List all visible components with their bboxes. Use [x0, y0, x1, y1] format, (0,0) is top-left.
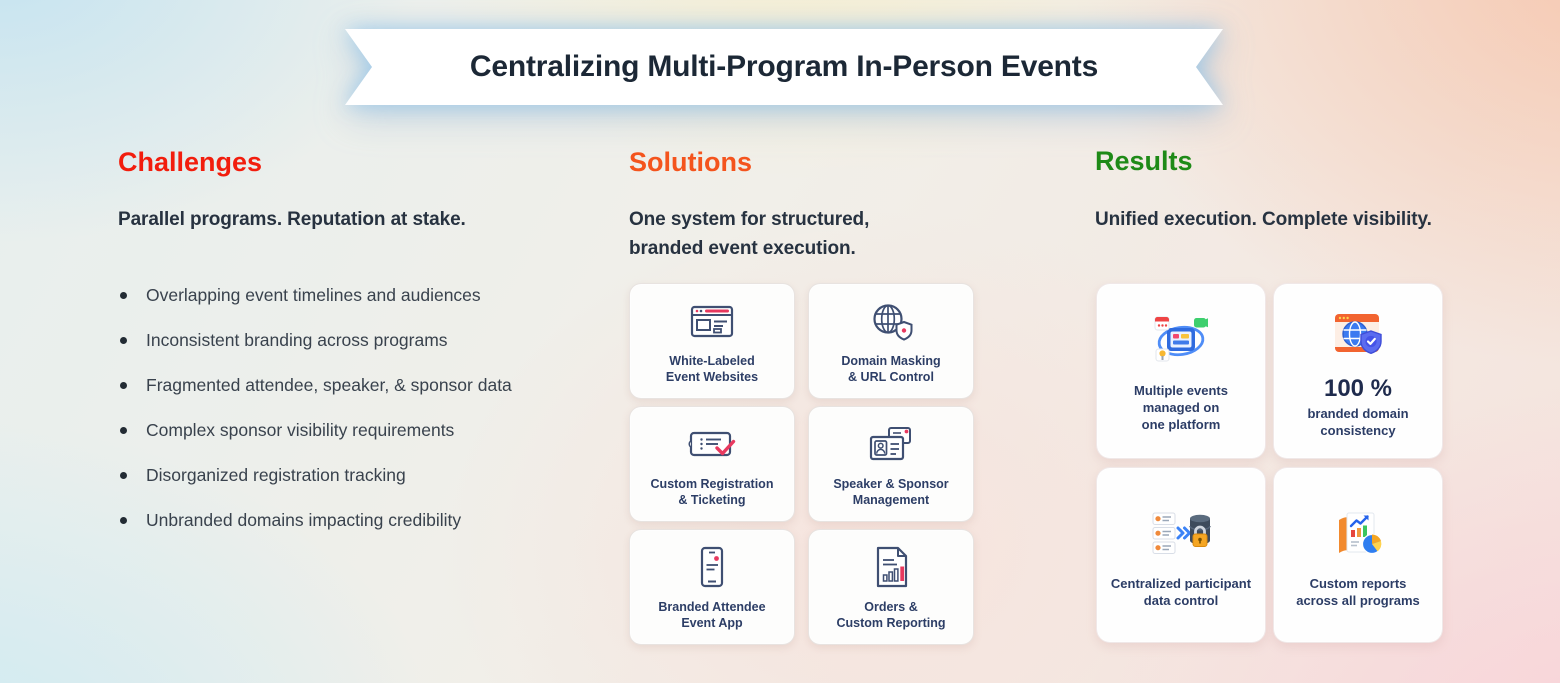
title-banner: Centralizing Multi-Program In-Person Eve…	[345, 29, 1223, 105]
results-subtitle: Unified execution. Complete visibility.	[1095, 209, 1432, 230]
id-badge-icon	[867, 421, 915, 467]
custom-reports-icon	[1330, 502, 1386, 566]
bullet-dot	[120, 517, 127, 524]
solutions-heading: Solutions	[629, 147, 752, 177]
report-document-icon	[871, 544, 911, 590]
page-title: Centralizing Multi-Program In-Person Eve…	[469, 50, 1099, 83]
challenge-item: Complex sponsor visibility requirements	[120, 421, 512, 440]
solutions-subtitle: One system for structured, branded event…	[629, 209, 870, 259]
result-card-label: Custom reports across all programs	[1296, 575, 1420, 608]
results-card-grid: Multiple events managed on one platform	[1096, 283, 1443, 643]
solution-card-orders-reporting: Orders & Custom Reporting	[808, 529, 974, 645]
bullet-dot	[120, 337, 127, 344]
challenge-item: Inconsistent branding across programs	[120, 331, 512, 350]
challenge-item: Unbranded domains impacting credibility	[120, 511, 512, 530]
bullet-dot	[120, 472, 127, 479]
bullet-dot	[120, 382, 127, 389]
multi-events-platform-icon	[1152, 309, 1210, 373]
challenge-item: Overlapping event timelines and audience…	[120, 286, 512, 305]
result-card-label: Multiple events managed on one platform	[1134, 383, 1228, 432]
challenges-heading: Challenges	[118, 147, 263, 177]
solution-card-label: Domain Masking & URL Control	[841, 353, 941, 384]
bullet-dot	[120, 292, 127, 299]
result-card-custom-reports: Custom reports across all programs	[1273, 467, 1443, 643]
solution-card-attendee-app: Branded Attendee Event App	[629, 529, 795, 645]
solution-card-label: Branded Attendee Event App	[658, 599, 766, 630]
browser-window-icon	[689, 298, 735, 344]
branded-domain-shield-icon	[1330, 303, 1386, 367]
solutions-card-grid: White-Labeled Event Websites Domain Mask…	[629, 283, 974, 645]
ribbon-shape: Centralizing Multi-Program In-Person Eve…	[345, 29, 1223, 105]
participant-data-lock-icon	[1151, 502, 1211, 566]
challenge-item: Fragmented attendee, speaker, & sponsor …	[120, 376, 512, 395]
mobile-app-icon	[694, 544, 730, 590]
solution-card-speaker-sponsor: Speaker & Sponsor Management	[808, 406, 974, 522]
solution-card-registration-ticketing: Custom Registration & Ticketing	[629, 406, 795, 522]
challenge-item: Disorganized registration tracking	[120, 466, 512, 485]
solution-card-label: Custom Registration & Ticketing	[650, 476, 774, 507]
result-card-participant-data: Centralized participant data control	[1096, 467, 1266, 643]
result-card-branded-domain: 100 % branded domain consistency	[1273, 283, 1443, 459]
result-card-label: branded domain consistency	[1307, 406, 1409, 438]
solution-card-label: Speaker & Sponsor Management	[833, 476, 949, 507]
solution-card-label: White-Labeled Event Websites	[665, 353, 759, 384]
result-card-label: Centralized participant data control	[1110, 575, 1252, 608]
solution-card-domain-masking: Domain Masking & URL Control	[808, 283, 974, 399]
solution-card-label: Orders & Custom Reporting	[836, 599, 946, 630]
ticket-check-icon	[688, 421, 736, 467]
solution-card-white-labeled-websites: White-Labeled Event Websites	[629, 283, 795, 399]
challenges-bullet-list: Overlapping event timelines and audience…	[120, 286, 512, 556]
challenges-subtitle: Parallel programs. Reputation at stake.	[118, 209, 466, 230]
result-card-multiple-events: Multiple events managed on one platform	[1096, 283, 1266, 459]
globe-shield-icon	[868, 298, 914, 344]
result-stat-100-percent: 100 %	[1323, 375, 1393, 402]
results-heading: Results	[1095, 146, 1193, 176]
bullet-dot	[120, 427, 127, 434]
